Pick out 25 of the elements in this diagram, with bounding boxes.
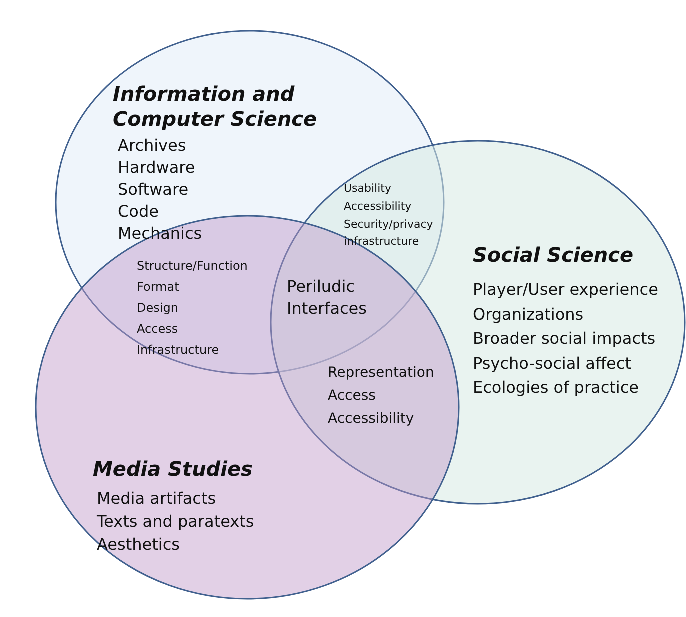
topic-item: Psycho-social affect [473,352,632,374]
topic-item: Texts and paratexts [97,511,254,533]
field-heading: Media Studies [93,457,254,482]
topic-item: Ecologies of practice [473,377,639,399]
overlap-topic: Structure/Function [137,258,248,275]
topic-item: Organizations [473,304,584,326]
overlap-topic: Accessibility [344,199,412,215]
overlap-topic: Format [137,279,180,296]
overlap-topic: Access [328,387,376,406]
field-heading: Information and Computer Science [113,82,318,132]
overlap-topic: Design [137,300,178,317]
topic-item: Broader social impacts [473,328,656,350]
topic-item: Player/User experience [473,279,658,301]
overlap-topic: Access [137,321,178,338]
topic-item: Code [118,201,159,223]
topic-item: Hardware [118,157,196,179]
topic-item: Media artifacts [97,488,216,510]
overlap-topic: Representation [328,364,434,383]
topic-item: Software [118,179,189,201]
overlap-topic: Usability [344,181,392,197]
overlap-topic: Periludic Interfaces [287,276,368,320]
overlap-topic: Infrastructure [137,342,220,359]
topic-item: Archives [118,135,186,157]
field-heading: Social Science [473,243,635,268]
overlap-topic: Accessibility [328,410,414,429]
